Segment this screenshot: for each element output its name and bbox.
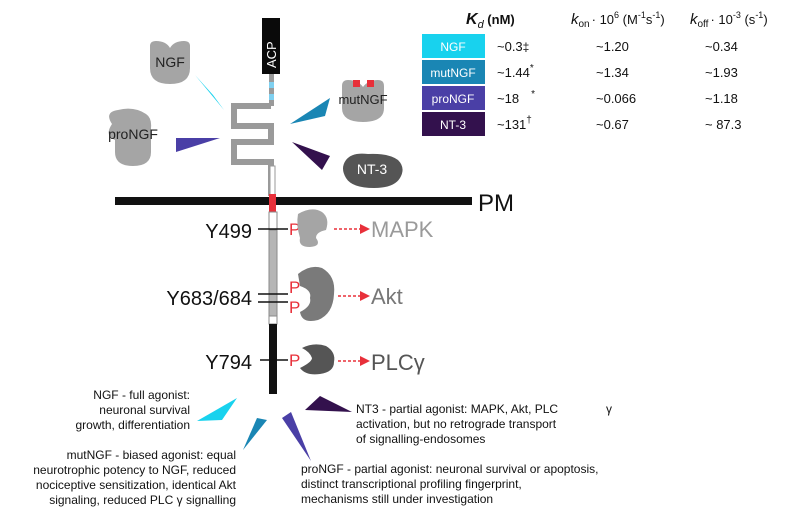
nt3-ligand [343,153,403,188]
nt3-description-line: activation, but no retrograde transport [356,417,557,431]
kinetics-table-row-ngf: NGF ~0.3‡ ~1.20 ~0.34 [422,34,738,58]
mutngf-ligand [342,80,384,122]
phospho-y499: P [289,220,300,239]
kd-header: Kd (nM) [466,11,515,31]
kinetics-table-header: Kd (nM) kon· 106 (M-1s-1) koff· 10-3 (s-… [466,10,768,31]
plcg-arrowhead [360,356,370,366]
mutngf-description: mutNGF - biased agonist: equal neurotrop… [33,448,236,507]
adaptor-akt [298,266,335,321]
mutngf-description-line: mutNGF - biased agonist: equal [67,448,236,462]
transmembrane-segment [269,194,276,212]
kinetics-table-row-pro-ngf: proNGF ~18* ~0.066 ~1.18 [422,86,738,110]
ngf-description-line: growth, differentiation [75,418,190,432]
koff-value: ~1.93 [705,65,738,80]
row-name: NT-3 [440,118,466,132]
nt3-agonist-wedge [305,396,352,412]
ngf-description-line: neuronal survival [99,403,190,417]
ngf-description-line: NGF - full agonist: [93,388,190,402]
site-y499-label: Y499 [205,221,252,243]
nt3-description-line: NT3 - partial agonist: MAPK, Akt, PLC [356,402,558,416]
receptor-intracellular-upper [268,211,278,231]
pro-ngf-description-line: distinct transcriptional profiling finge… [301,477,522,491]
nt3-binding-wedge [292,142,330,170]
acp-tag [262,18,280,74]
mapk-arrowhead [360,224,370,234]
koff-value: ~1.18 [705,91,738,106]
row-swatch [422,60,485,84]
mutngf-ligand-label: mutNGF [338,92,387,107]
receptor-linker [269,74,274,106]
mapk-pathway-label: MAPK [371,217,434,242]
kd-value: ~131† [497,115,532,132]
phospho-y794: P [289,351,300,370]
kinetics-table-row-mutngf: mutNGF ~1.44* ~1.34 ~1.93 [422,60,738,84]
receptor-stalk [269,165,276,199]
row-name: NGF [440,40,465,54]
koff-value: ~0.34 [705,39,738,54]
ngf-ligand [150,41,190,84]
kon-value: ~1.20 [596,39,629,54]
row-swatch [422,112,485,136]
kon-header: kon· 106 (M-1s-1) [571,10,665,30]
kinetics-table-row-nt3: NT-3 ~131† ~0.67 ~ 87.3 [422,112,742,136]
receptor-extracellular-domain [231,103,274,196]
akt-arrowhead [360,291,370,301]
kon-value: ~1.34 [596,65,629,80]
nt3-description-gamma: γ [606,402,612,416]
pro-ngf-description: proNGF - partial agonist: neuronal survi… [301,462,598,506]
kon-value: ~0.066 [596,91,636,106]
akt-pathway-label: Akt [371,284,403,309]
nt3-description-line: of signalling-endosomes [356,432,485,446]
kd-value: ~18* [497,89,535,106]
pro-ngf-description-line: mechanisms still under investigation [301,492,493,506]
nt3-description: NT3 - partial agonist: MAPK, Akt, PLC γ … [356,402,612,446]
site-y683-684-label: Y683/684 [166,288,252,310]
row-name: proNGF [432,92,475,106]
site-y794-label: Y794 [205,352,252,374]
kd-value: ~1.44* [497,63,534,80]
nt3-ligand-label: NT-3 [357,161,388,177]
plcg-pathway-label: PLCγ [371,350,425,375]
row-swatch [422,86,485,110]
mutation-marker [367,80,374,87]
acp-label: ACP [264,41,279,68]
ngf-description: NGF - full agonist: neuronal survival gr… [75,388,190,432]
pro-ngf-ligand [108,108,152,166]
kd-value: ~0.3‡ [497,39,529,54]
pro-ngf-agonist-wedge [282,412,311,461]
row-swatch [422,34,485,58]
pro-ngf-ligand-label: proNGF [108,126,158,142]
mutngf-description-line: neurotrophic potency to NGF, reduced [33,463,236,477]
receptor-intracellular-gap [268,315,278,325]
mutngf-binding-wedge [290,98,330,124]
ngf-agonist-wedge [197,398,237,421]
ngf-ligand-label: NGF [155,54,185,70]
mutngf-description-line: signaling, reduced PLC γ signalling [49,493,236,507]
mutngf-description-line: nociceptive sensitization, identical Akt [36,478,237,492]
adaptor-plcg [300,344,335,375]
koff-value: ~ 87.3 [705,117,742,132]
receptor-intracellular-middle [268,229,278,317]
phospho-y683: P [289,278,300,297]
adaptor-mapk [297,209,328,247]
mutngf-agonist-wedge [243,418,267,450]
pro-ngf-description-line: proNGF - partial agonist: neuronal survi… [301,462,598,476]
membrane-label: PM [478,190,514,217]
mutation-marker [353,80,360,87]
phospho-y684: P [289,298,300,317]
kinase-domain [269,324,277,394]
kon-value: ~0.67 [596,117,629,132]
pro-ngf-binding-wedge [176,138,220,152]
ngf-binding-wedge [195,75,224,110]
koff-header: koff· 10-3 (s-1) [690,10,768,30]
row-name: mutNGF [430,66,475,80]
